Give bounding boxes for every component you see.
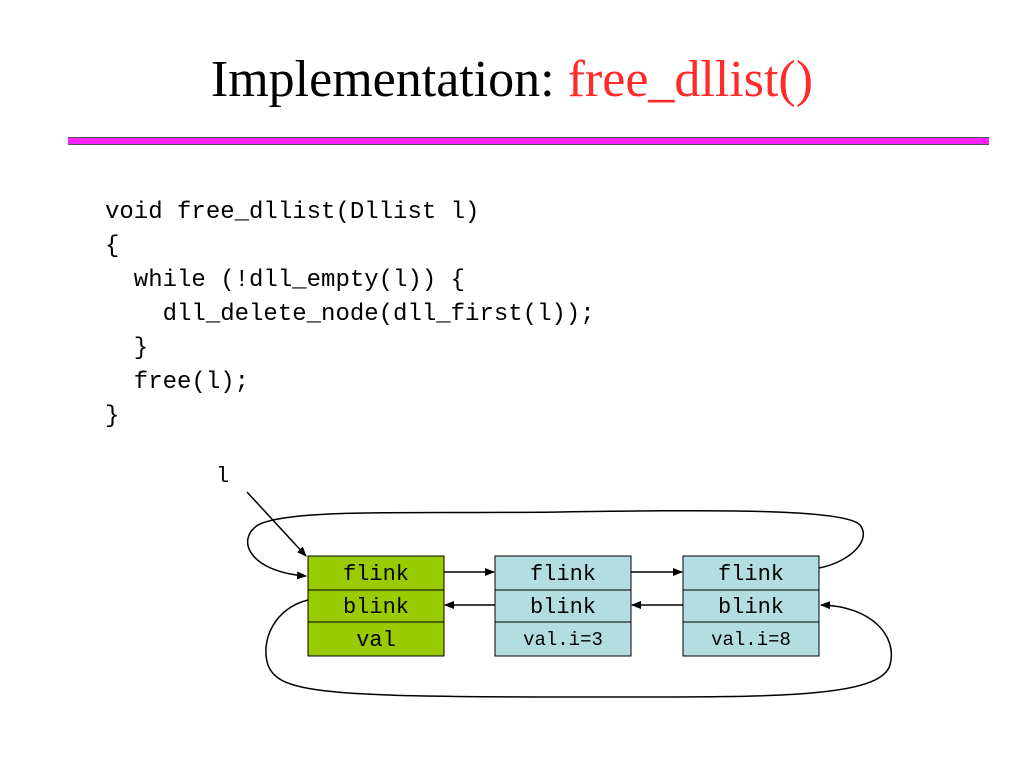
blink-label: blink xyxy=(530,595,596,620)
blink-cell xyxy=(307,589,445,623)
code-block: void free_dllist(Dllist l) { while (!dll… xyxy=(105,196,595,434)
slide-title: Implementation: free_dllist() xyxy=(0,50,1024,109)
list-node: flink blink val xyxy=(307,555,445,657)
code-line: free(l); xyxy=(105,369,250,396)
list-pointer-arrow xyxy=(246,491,307,557)
pointer-label: l xyxy=(216,464,229,489)
val-label: val xyxy=(356,628,396,653)
list-node: flink blink val.i=3 xyxy=(494,555,632,657)
blink-cell xyxy=(682,589,820,623)
flink-label: flink xyxy=(718,562,784,587)
wraparound-blink-arrow xyxy=(265,599,893,698)
title-accent: free_dllist() xyxy=(567,51,814,108)
flink-cell xyxy=(494,555,632,591)
flink-label: flink xyxy=(343,562,409,587)
flink-label: flink xyxy=(530,562,596,587)
val-cell xyxy=(307,621,445,657)
code-line: while (!dll_empty(l)) { xyxy=(105,267,466,294)
code-line: dll_delete_node(dll_first(l)); xyxy=(105,301,595,328)
blink-label: blink xyxy=(718,595,784,620)
val-label: val.i=8 xyxy=(711,629,791,651)
val-label: val.i=3 xyxy=(523,629,603,651)
code-line: { xyxy=(105,233,120,260)
list-node: flink blink val.i=8 xyxy=(682,555,820,657)
title-prefix: Implementation: xyxy=(210,51,568,108)
val-cell xyxy=(494,621,632,657)
wraparound-flink-arrow xyxy=(246,509,865,580)
title-divider xyxy=(68,137,989,145)
code-line: } xyxy=(105,335,149,362)
val-cell xyxy=(682,621,820,657)
code-line: } xyxy=(105,403,120,430)
code-line: void free_dllist(Dllist l) xyxy=(105,199,480,226)
blink-label: blink xyxy=(343,595,409,620)
